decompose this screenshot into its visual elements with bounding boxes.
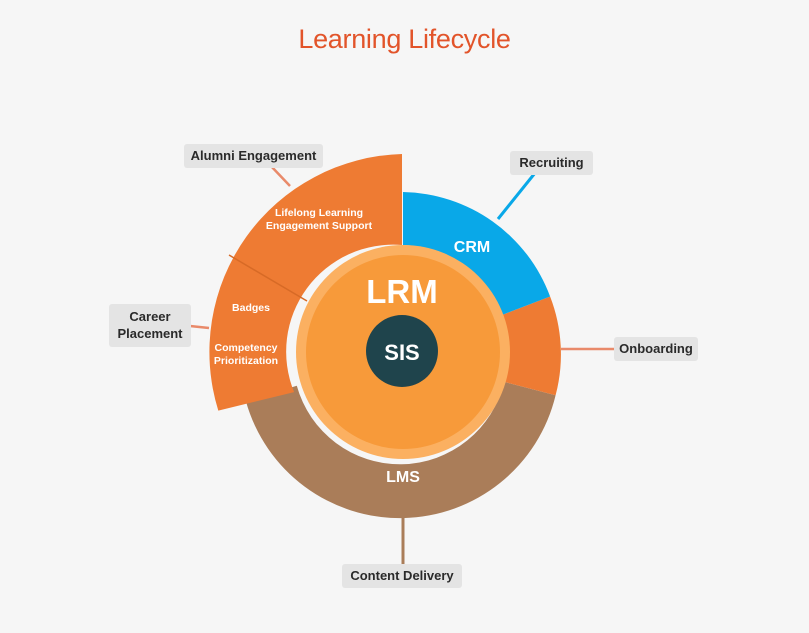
- callout-career-placement: Career Placement: [109, 304, 191, 347]
- crm-label: CRM: [454, 239, 490, 256]
- callout-career-line2: Placement: [117, 326, 183, 341]
- badges-label: Badges: [232, 302, 270, 314]
- callout-onboarding-label: Onboarding: [619, 341, 693, 356]
- competency-label-line2: Prioritization: [214, 355, 278, 367]
- connector-alumni: [269, 164, 291, 187]
- connector-career: [189, 324, 210, 330]
- diagram-title: Learning Lifecycle: [298, 24, 511, 54]
- callout-onboarding: Onboarding: [614, 337, 698, 361]
- callout-alumni-label: Alumni Engagement: [190, 148, 317, 163]
- segment-divider: [228, 254, 308, 302]
- callout-alumni-engagement: Alumni Engagement: [184, 144, 323, 168]
- connector-recruiting: [496, 172, 537, 220]
- lifelong-label-line1: Lifelong Learning: [275, 207, 363, 219]
- lrm-label: LRM: [366, 273, 437, 310]
- onboarding-segment: [500, 296, 561, 396]
- lms-label: LMS: [386, 469, 420, 486]
- competency-label-line1: Competency: [214, 342, 277, 354]
- crm-segment: [403, 192, 551, 316]
- sis-label: SIS: [384, 340, 419, 365]
- callout-career-line1: Career: [129, 309, 171, 324]
- callout-recruiting: Recruiting: [510, 151, 593, 175]
- sis-circle: [366, 315, 438, 387]
- lifelong-segment: [209, 154, 402, 411]
- lifelong-label-line2: Engagement Support: [266, 220, 373, 232]
- callout-content-label: Content Delivery: [350, 568, 454, 583]
- callout-recruiting-label: Recruiting: [519, 155, 584, 170]
- callout-content-delivery: Content Delivery: [342, 564, 462, 588]
- lms-segment: [245, 381, 556, 519]
